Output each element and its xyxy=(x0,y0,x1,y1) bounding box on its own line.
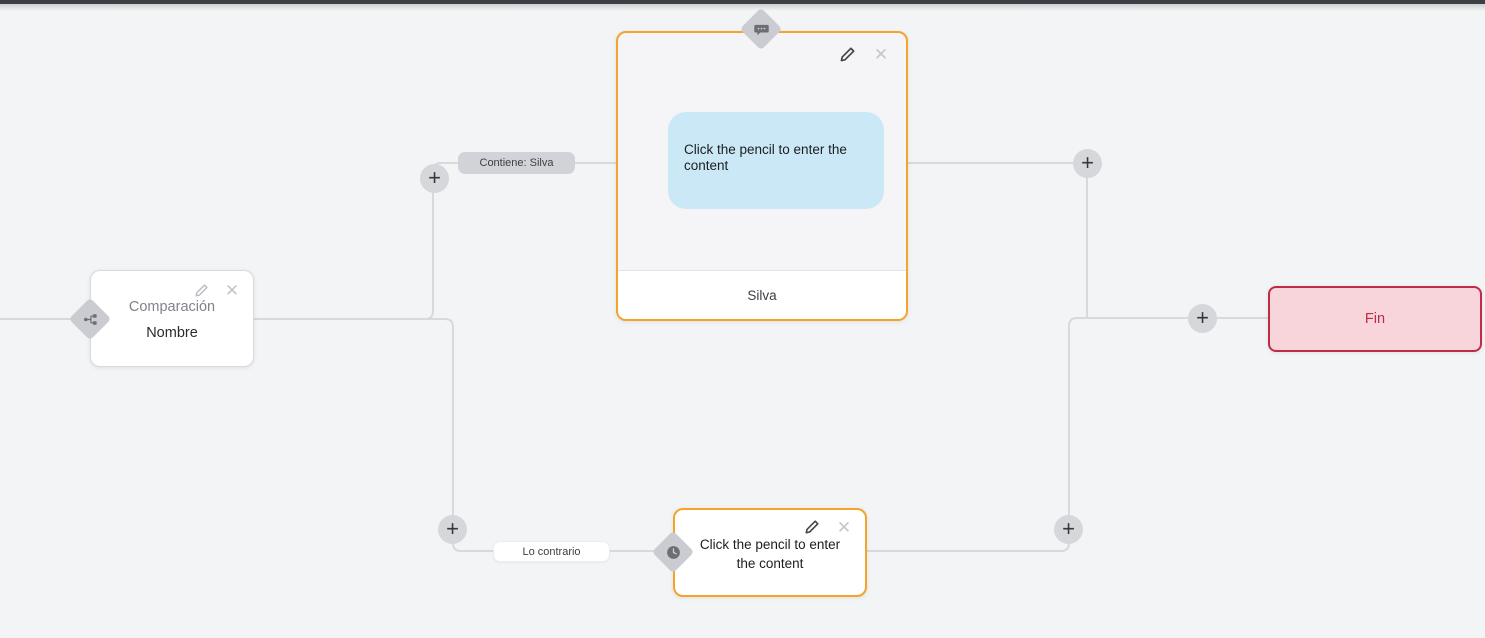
delay-node-text: Click the pencil to enter the content xyxy=(699,537,841,571)
clock-icon xyxy=(658,537,688,567)
delay-port-diamond[interactable] xyxy=(651,530,695,574)
edit-pencil-icon[interactable] xyxy=(803,518,821,536)
delete-node-icon[interactable]: ✕ xyxy=(224,280,240,300)
condition-node-title: Comparación xyxy=(128,299,216,315)
message-port-diamond[interactable] xyxy=(739,7,783,51)
message-preview-bubble: Click the pencil to enter the content xyxy=(668,112,884,209)
delay-node[interactable]: ✕ Click the pencil to enter the content xyxy=(673,508,867,597)
condition-node[interactable]: ✕ Comparación Nombre xyxy=(90,270,254,367)
end-node[interactable]: Fin xyxy=(1268,286,1482,352)
add-step-button-branch-bottom[interactable]: + xyxy=(438,515,467,544)
message-node[interactable]: ✕ Click the pencil to enter the content … xyxy=(616,31,908,321)
top-window-edge xyxy=(0,0,1485,4)
end-node-label: Fin xyxy=(1364,311,1386,327)
add-step-button-after-message[interactable]: + xyxy=(1073,149,1102,178)
condition-node-subtitle: Nombre xyxy=(146,325,198,341)
condition-port-diamond[interactable] xyxy=(68,297,112,341)
delete-node-icon[interactable]: ✕ xyxy=(873,44,889,64)
edit-pencil-icon[interactable] xyxy=(192,281,210,299)
edit-pencil-icon[interactable] xyxy=(838,45,856,63)
edge-label-contains[interactable]: Contiene: Silva xyxy=(458,152,575,174)
top-edge-shadow xyxy=(0,4,1485,11)
add-step-button-branch-top[interactable]: + xyxy=(420,164,449,193)
edge-label-otherwise[interactable]: Lo contrario xyxy=(493,541,610,562)
message-node-footer: Silva xyxy=(618,270,906,319)
add-step-button-before-end[interactable]: + xyxy=(1188,304,1217,333)
sitemap-icon xyxy=(75,304,105,334)
add-step-button-after-delay[interactable]: + xyxy=(1054,515,1083,544)
message-bubble-icon xyxy=(746,14,776,44)
delete-node-icon[interactable]: ✕ xyxy=(836,517,852,537)
